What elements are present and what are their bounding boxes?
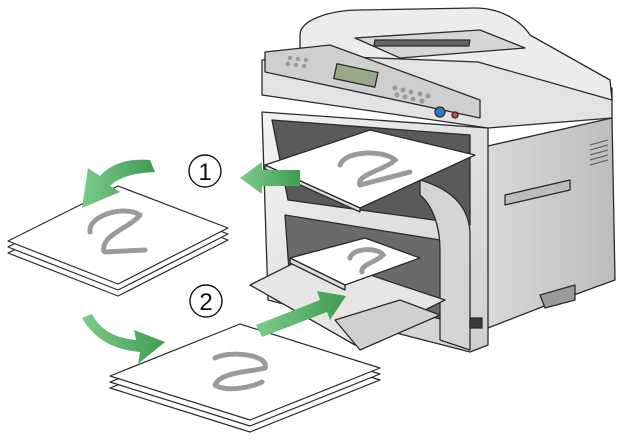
side-vent: [589, 139, 609, 166]
paper-stack-1-top-sheet: [7, 185, 229, 285]
step-1-arrow: [240, 162, 300, 194]
printer-paper-marks: [337, 150, 413, 275]
step-2-circle: [189, 284, 223, 318]
paper-stack-2: [109, 323, 381, 433]
front-panel: [419, 179, 471, 351]
step-2-arrow: [256, 291, 346, 337]
flip-arrow-top: [82, 159, 155, 208]
status-led: [451, 111, 459, 119]
input-tray-extension: [334, 299, 441, 351]
adf-slot: [373, 39, 471, 47]
step-1-label: 1: [198, 159, 211, 186]
step-1-marker: 1: [188, 154, 222, 188]
paper-stack-1: [7, 185, 229, 297]
step-2-marker: 2: [189, 284, 223, 318]
start-button: [434, 106, 446, 118]
lcd-display: [333, 63, 379, 88]
keypad: [285, 55, 431, 104]
printer: [249, 7, 616, 353]
printer-foot: [539, 284, 576, 309]
step-1-circle: [188, 154, 222, 188]
power-button: [469, 317, 483, 329]
step-2-label: 2: [199, 289, 212, 316]
flip-arrow-bottom: [82, 314, 165, 364]
side-handle: [504, 179, 571, 206]
